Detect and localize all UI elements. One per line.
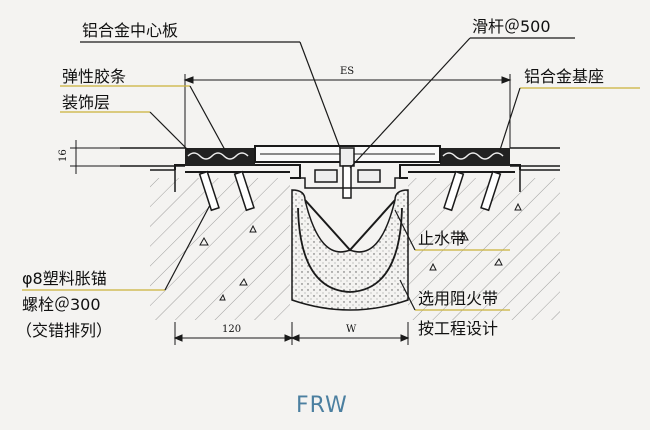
anchor-bolts	[198, 170, 502, 212]
label-anchor-1: φ8塑料胀锚	[22, 269, 107, 288]
label-al-base: 铝合金基座	[524, 67, 604, 86]
label-dim-16: 16	[58, 149, 69, 162]
slide-rod	[300, 147, 400, 199]
bottom-dimensions	[173, 322, 410, 345]
label-waterstop: 止水带	[418, 229, 466, 248]
es-dimension	[183, 74, 512, 148]
label-decor-layer: 装饰层	[62, 93, 110, 112]
diagram-title: FRW	[296, 393, 348, 418]
label-elastic-strip: 弹性胶条	[62, 67, 126, 86]
left-concrete-slab	[150, 169, 290, 320]
label-fire-1: 选用阻火带	[418, 289, 498, 308]
label-fire-2: 按工程设计	[418, 319, 498, 338]
label-anchor-3: （交错排列）	[16, 321, 112, 340]
label-dim-w: W	[346, 324, 357, 335]
label-es: ES	[340, 66, 354, 77]
elastic-strip-right	[440, 148, 510, 166]
dim-16	[70, 140, 120, 174]
label-dim-120: 120	[222, 324, 241, 335]
label-anchor-2: 螺栓＠300	[22, 295, 101, 314]
concrete-aggregate	[199, 202, 522, 301]
right-concrete-slab	[408, 169, 560, 320]
waterstop	[291, 189, 409, 311]
label-center-plate: 铝合金中心板	[82, 21, 178, 40]
label-slide-rod: 滑杆＠500	[472, 17, 551, 36]
leader-lines	[22, 37, 640, 311]
elastic-strip-left	[185, 148, 255, 166]
aluminum-base	[174, 164, 521, 179]
